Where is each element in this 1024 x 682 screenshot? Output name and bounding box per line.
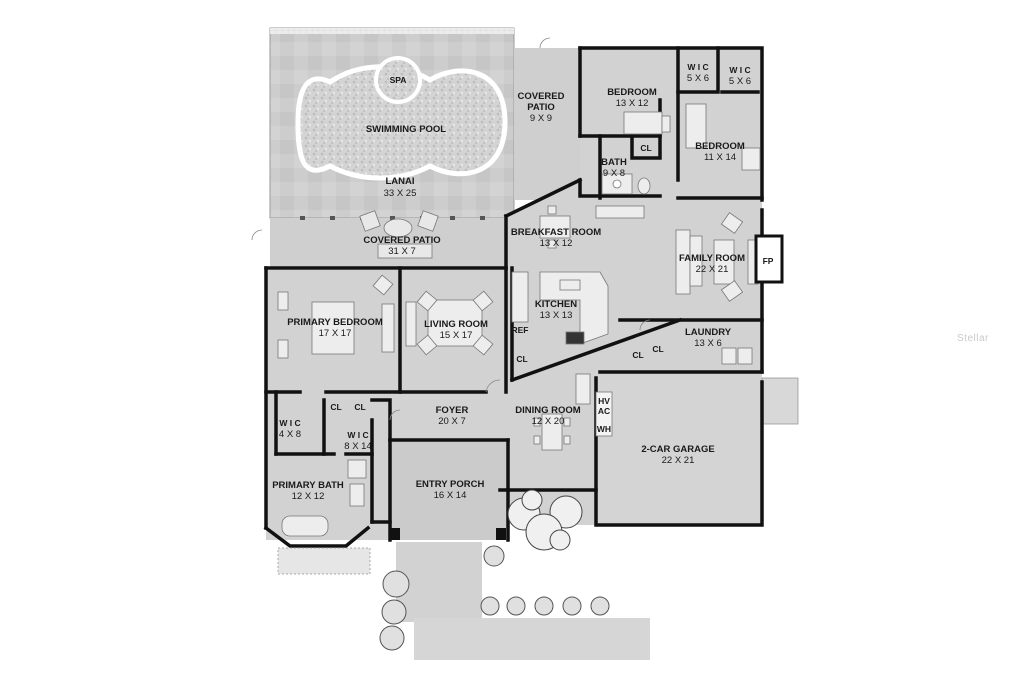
wic-2-dim: 5 X 6: [729, 76, 751, 87]
bedroom-1-label: BEDROOM: [607, 87, 657, 98]
kitchen-closet-label: CL: [516, 354, 527, 364]
wic-2-label: W I C: [729, 65, 750, 75]
watermark: Stellar: [957, 333, 989, 344]
breakfast-room-label: BREAKFAST ROOM: [511, 227, 601, 238]
walls: [263, 46, 764, 548]
wic-1-dim: 5 X 6: [687, 73, 709, 84]
foyer-closet-label-1: CL: [330, 402, 341, 412]
bedroom-1-dim: 13 X 12: [616, 98, 649, 109]
kitchen-label: KITCHEN: [535, 299, 577, 310]
covered-patio-top-label-2: PATIO: [527, 102, 555, 113]
laundry-dim: 13 X 6: [694, 338, 721, 349]
hvac-label-2: AC: [598, 406, 610, 416]
tree-icon: [507, 489, 583, 551]
primary-bedroom-dim: 17 X 17: [319, 328, 352, 339]
garage-pad: [761, 377, 799, 425]
entry-porch-dim: 16 X 14: [434, 490, 467, 501]
swimming-pool: [295, 64, 508, 181]
covered-patio-top-label-1: COVERED: [518, 91, 565, 102]
entry-porch-label: ENTRY PORCH: [416, 479, 485, 490]
living-room-dim: 15 X 17: [440, 330, 473, 341]
family-room-label: FAMILY ROOM: [679, 253, 745, 264]
water-heater-label: WH: [597, 424, 611, 434]
bath-label: BATH: [601, 157, 627, 168]
dining-room-label: DINING ROOM: [515, 405, 581, 416]
pool-label: SWIMMING POOL: [366, 124, 446, 135]
covered-patio-top-dim: 9 X 9: [530, 113, 552, 124]
wic-1-label: W I C: [687, 62, 708, 72]
furniture: [277, 103, 784, 537]
spa: [374, 56, 422, 104]
spa-label: SPA: [390, 75, 407, 85]
bath-dim: 9 X 8: [603, 168, 625, 179]
laundry-closet-label-2: CL: [652, 344, 663, 354]
family-room-dim: 22 X 21: [696, 264, 729, 275]
primary-wic-b-dim: 8 X 14: [344, 441, 371, 452]
lanai-label: LANAI: [385, 176, 414, 187]
patio-furniture: [359, 210, 439, 259]
fireplace-label: FP: [763, 256, 774, 266]
garage-label: 2-CAR GARAGE: [641, 444, 714, 455]
ref-label: REF: [512, 325, 529, 335]
primary-bath-label: PRIMARY BATH: [272, 480, 344, 491]
primary-bedroom-label: PRIMARY BEDROOM: [287, 317, 383, 328]
laundry-label: LAUNDRY: [685, 327, 732, 338]
breakfast-room-dim: 13 X 12: [540, 238, 573, 249]
primary-wic-a-dim: 4 X 8: [279, 429, 301, 440]
lanai-dim: 33 X 25: [384, 188, 417, 199]
porch-columns: [390, 528, 506, 540]
primary-wic-a-label: W I C: [279, 418, 300, 428]
covered-patio-top-floor: [514, 48, 580, 200]
kitchen-dim: 13 X 13: [540, 310, 573, 321]
primary-wic-b-label: W I C: [347, 430, 368, 440]
laundry-closet-label-1: CL: [632, 350, 643, 360]
hvac-label-1: HV: [598, 396, 610, 406]
bedroom-2-dim: 11 X 14: [704, 152, 736, 163]
driveway: [414, 618, 650, 660]
covered-patio-bottom-label: COVERED PATIO: [363, 235, 440, 246]
covered-patio-bottom-dim: 31 X 7: [388, 246, 415, 257]
doors: [251, 37, 651, 421]
foyer-label: FOYER: [436, 405, 469, 416]
foyer-dim: 20 X 7: [438, 416, 465, 427]
lanai-area: [269, 27, 515, 268]
bath-closet-label: CL: [640, 143, 651, 153]
primary-bath-dim: 12 X 12: [292, 491, 325, 502]
front-walk: [396, 542, 482, 622]
bedroom-2-label: BEDROOM: [695, 141, 745, 152]
dining-room-dim: 12 X 20: [532, 416, 565, 427]
garage-dim: 22 X 21: [662, 455, 695, 466]
foyer-closet-label-2: CL: [354, 402, 365, 412]
landscaping: [277, 489, 610, 651]
living-room-label: LIVING ROOM: [424, 319, 488, 330]
